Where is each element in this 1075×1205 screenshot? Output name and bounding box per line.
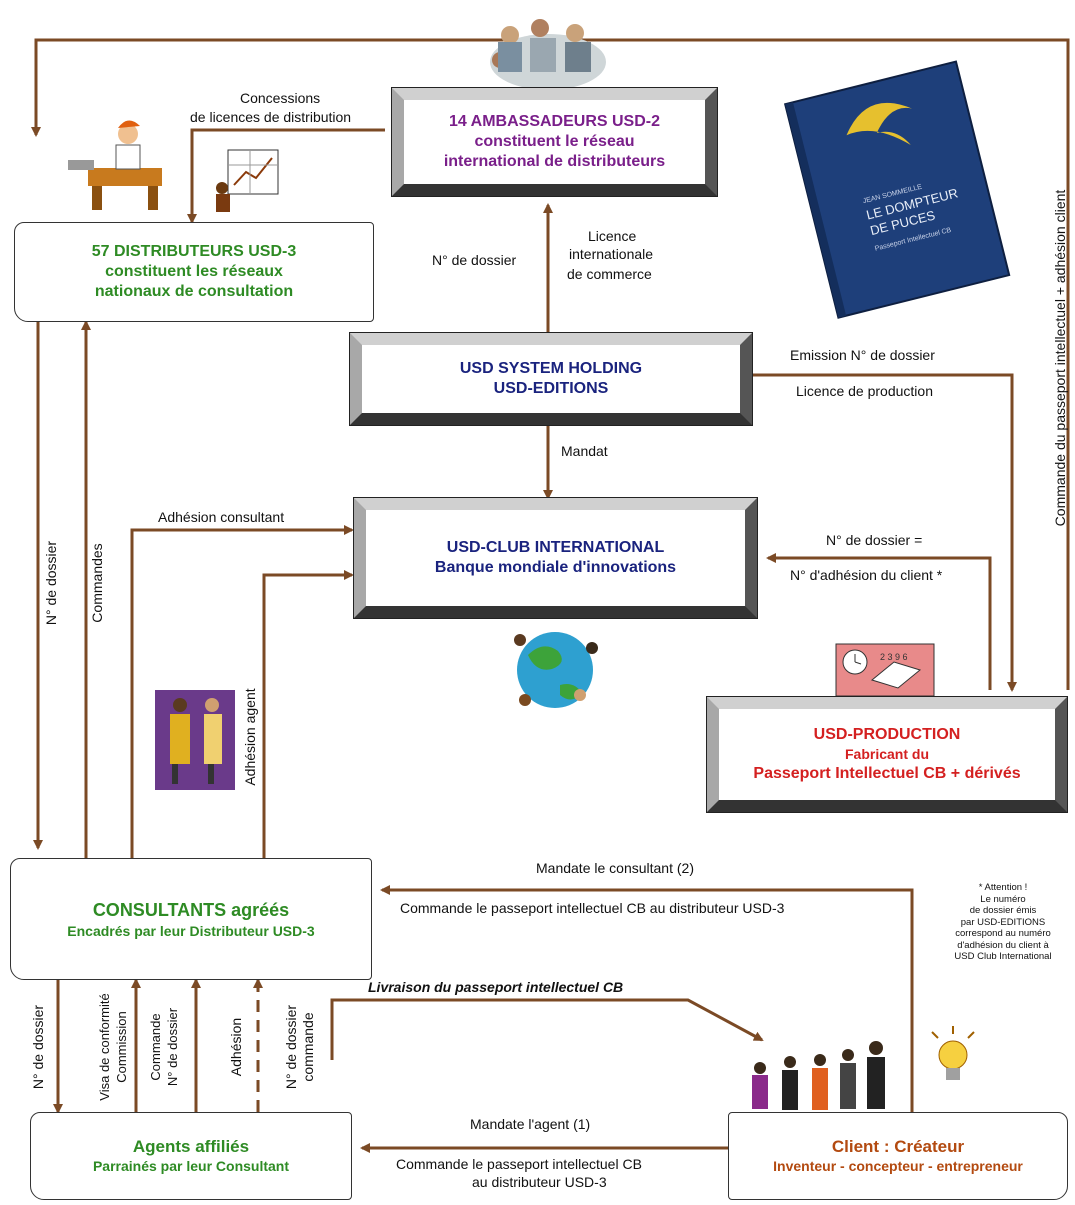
vlabel-v-adhesion: Adhésion	[228, 1017, 244, 1077]
club-title: USD-CLUB INTERNATIONAL	[446, 539, 665, 556]
box-club: USD-CLUB INTERNATIONAL Banque mondiale d…	[353, 497, 758, 619]
distributeurs-title: 57 DISTRIBUTEURS USD-3	[91, 243, 297, 260]
attention-note: * Attention ! Le numéro de dossier émis …	[935, 882, 1071, 963]
vlabel-v-dossier: N° de dossier	[30, 1004, 46, 1090]
note-line-6: d'adhésion du client à	[957, 939, 1049, 951]
distributeurs-line3: nationaux de consultation	[94, 283, 294, 300]
vlabel-v-commande-2: N° de dossier	[165, 1007, 180, 1087]
vlabel-dossier-left: N° de dossier	[43, 540, 59, 626]
vlabel-adhesion-agent: Adhésion agent	[242, 688, 258, 786]
production-line2: Fabricant du	[844, 746, 929, 762]
label-livraison: Livraison du passeport intellectuel CB	[368, 979, 624, 995]
note-line-5: correspond au numéro	[955, 928, 1051, 939]
vlabel-v-visa-2: Commission	[114, 1011, 129, 1083]
arrow-concessions	[187, 128, 385, 224]
label-mandat: Mandat	[561, 443, 608, 459]
club-line2: Banque mondiale d'innovations	[434, 559, 677, 576]
note-line-1: * Attention !	[978, 882, 1028, 893]
crowd-illustration	[752, 1041, 885, 1110]
box-holding: USD SYSTEM HOLDING USD-EDITIONS	[349, 332, 753, 426]
label-concessions-2: de licences de distribution	[190, 109, 352, 125]
note-line-3: de dossier émis	[969, 905, 1037, 916]
box-distributeurs: 57 DISTRIBUTEURS USD-3 constituent les r…	[14, 222, 374, 322]
label-commande-consultant: Commande le passeport intellectuel CB au…	[400, 900, 785, 916]
label-emission: Emission N° de dossier	[790, 347, 935, 363]
label-dossier-top: N° de dossier	[432, 252, 517, 268]
label-dossier-eq-1: N° de dossier =	[826, 532, 923, 548]
ambassadeurs-title: 14 AMBASSADEURS USD-2	[449, 113, 660, 130]
box-production: USD-PRODUCTION Fabricant du Passeport In…	[706, 696, 1068, 813]
globe-illustration	[514, 632, 598, 708]
label-commande-agent-2: au distributeur USD-3	[472, 1174, 607, 1190]
svg-text:2 3 9 6: 2 3 9 6	[880, 652, 908, 662]
client-title: Client : Créateur	[831, 1136, 965, 1156]
agents-line2: Parrainés par leur Consultant	[92, 1157, 290, 1174]
vlabel-commande-passeport: Commande du passeport intellectuel + adh…	[1052, 189, 1068, 527]
label-dossier-eq-2: N° d'adhésion du client *	[790, 567, 943, 583]
book-illustration: JEAN SOMMEILLE LE DOMPTEUR DE PUCES Pass…	[783, 60, 1011, 319]
vlabel-v-commande-1: Commande	[148, 1013, 163, 1081]
arrow-mandate-consultant	[380, 885, 914, 1112]
label-mandate-consultant: Mandate le consultant (2)	[536, 860, 694, 876]
distributeurs-line2: constituent les réseaux	[105, 263, 283, 280]
label-licence-1: Licence	[588, 228, 637, 244]
books-clock-illustration: 2 3 9 6	[835, 643, 935, 697]
person-desk-illustration	[68, 120, 162, 210]
ambassadeurs-line3: international de distributeurs	[443, 153, 666, 170]
arrow-adhesion-agent	[262, 570, 354, 858]
arrow-livraison	[330, 998, 764, 1060]
holding-line2: USD-EDITIONS	[493, 380, 609, 397]
box-ambassadeurs: 14 AMBASSADEURS USD-2 constituent le rés…	[391, 87, 718, 197]
arrow-adhesion-consultant	[130, 525, 354, 858]
label-adhesion-consultant: Adhésion consultant	[158, 509, 285, 525]
label-mandate-agent: Mandate l'agent (1)	[470, 1116, 591, 1132]
holding-title: USD SYSTEM HOLDING	[459, 360, 643, 377]
label-licence-3: de commerce	[567, 266, 652, 282]
consultants-line2: Encadrés par leur Distributeur USD-3	[67, 922, 315, 939]
label-concessions-1: Concessions	[240, 90, 321, 106]
box-agents: Agents affiliés Parrainés par leur Consu…	[30, 1112, 352, 1200]
vlabel-v-dossier-cmd-2: commande	[300, 1012, 316, 1082]
vlabel-v-visa-1: Visa de conformité	[97, 993, 112, 1101]
consultants-title: CONSULTANTS agréés	[92, 899, 290, 920]
label-commande-agent-1: Commande le passeport intellectuel CB	[396, 1156, 642, 1172]
vlabel-commandes: Commandes	[89, 543, 105, 623]
note-line-4: par USD-EDITIONS	[960, 916, 1046, 928]
box-client: Client : Créateur Inventeur - concepteur…	[728, 1112, 1068, 1200]
arrow-emission	[752, 373, 1017, 692]
box-consultants: CONSULTANTS agréés Encadrés par leur Dis…	[10, 858, 372, 980]
vlabel-v-dossier-cmd-1: N° de dossier	[283, 1004, 299, 1090]
agents-title: Agents affiliés	[132, 1136, 250, 1156]
production-line3: Passeport Intellectuel CB + dérivés	[753, 765, 1021, 782]
label-licence-2: internationale	[569, 246, 654, 262]
people-group-illustration	[490, 19, 606, 90]
handshake-illustration	[155, 690, 235, 790]
arrow-dossier-eq	[766, 553, 992, 690]
note-line-7: USD Club International	[954, 951, 1052, 962]
presenter-chart-illustration	[216, 149, 279, 212]
label-licence-production: Licence de production	[796, 383, 933, 399]
ambassadeurs-line2: constituent le réseau	[474, 133, 635, 150]
production-title: USD-PRODUCTION	[813, 726, 961, 743]
lightbulb-icon	[931, 1026, 975, 1080]
note-line-2: Le numéro	[980, 893, 1026, 905]
client-line2: Inventeur - concepteur - entrepreneur	[773, 1157, 1023, 1174]
